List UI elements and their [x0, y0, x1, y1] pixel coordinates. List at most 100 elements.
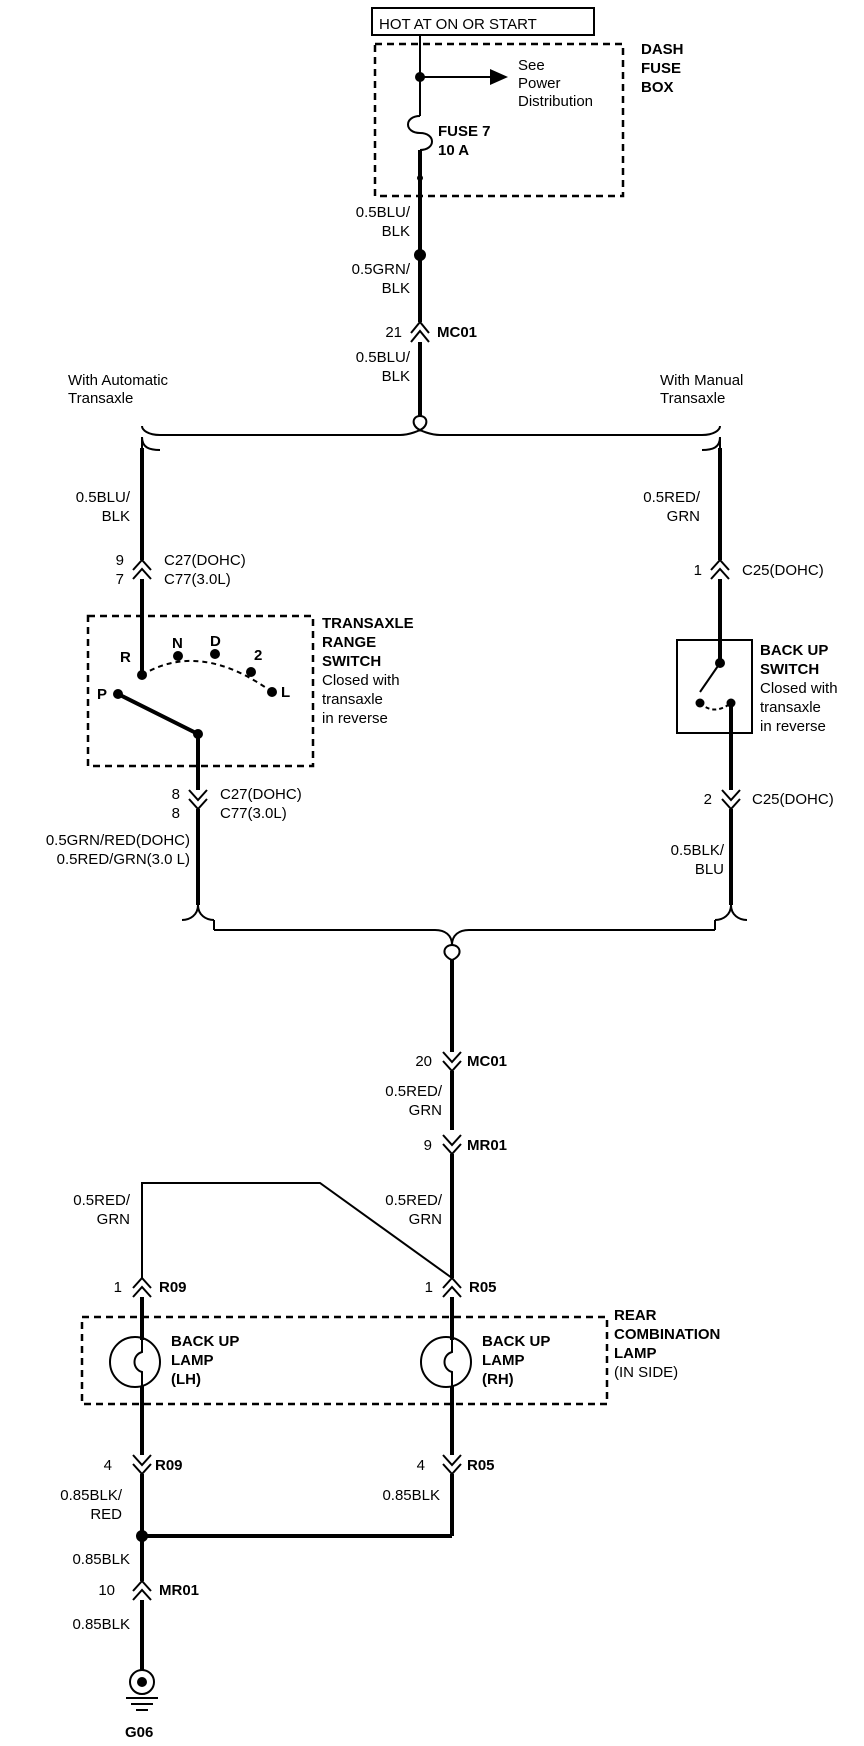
svg-text:N: N	[172, 635, 183, 652]
svg-text:8: 8	[172, 805, 180, 822]
wire-label: 0.5BLU/	[76, 489, 131, 506]
svg-text:P: P	[97, 686, 107, 703]
wire-label: GRN	[97, 1211, 130, 1228]
bottom-merge-bus	[181, 904, 748, 962]
svg-text:R09: R09	[155, 1457, 183, 1474]
power-source-label: HOT AT ON OR START	[379, 16, 537, 33]
connector-mc01-top: 21 MC01	[385, 320, 477, 343]
svg-text:LAMP: LAMP	[171, 1352, 214, 1369]
svg-text:(RH): (RH)	[482, 1371, 514, 1388]
svg-text:R05: R05	[467, 1457, 495, 1474]
svg-text:REAR: REAR	[614, 1307, 657, 1324]
svg-text:Transaxle: Transaxle	[68, 390, 133, 407]
svg-text:L: L	[281, 684, 290, 701]
wire-label: 0.5BLK/	[671, 842, 725, 859]
svg-text:C27(DOHC): C27(DOHC)	[164, 552, 246, 569]
connector-mr01-bottom: 10 MR01	[98, 1579, 199, 1601]
wire-label: BLK	[102, 508, 130, 525]
svg-text:1: 1	[114, 1279, 122, 1296]
branch-automatic-label: With Automatic	[68, 372, 169, 389]
wire-label: BLK	[382, 368, 410, 385]
svg-text:Closed with: Closed with	[322, 672, 400, 689]
see-note-1: See	[518, 57, 545, 74]
svg-text:RANGE: RANGE	[322, 634, 376, 651]
wire-label: 0.5GRN/	[352, 261, 411, 278]
connector-mc01-middle: 20 MC01	[415, 1051, 507, 1073]
splice-dot	[136, 1530, 148, 1542]
svg-text:C77(3.0L): C77(3.0L)	[164, 571, 231, 588]
transaxle-range-switch: R N D 2 L P TRANSAXLE RANGE SWITCH Close…	[86, 614, 414, 768]
rear-combination-lamp: REAR COMBINATION LAMP (IN SIDE)	[80, 1307, 720, 1406]
see-note-2: Power	[518, 75, 561, 92]
wire-label: 0.5RED/GRN(3.0 L)	[57, 851, 190, 868]
wire-label: 0.85BLK	[72, 1551, 130, 1568]
svg-text:SWITCH: SWITCH	[322, 653, 381, 670]
wire-label: 0.85BLK/	[60, 1487, 123, 1504]
svg-text:4: 4	[417, 1457, 425, 1474]
branch-manual-label: With Manual	[660, 372, 743, 389]
svg-text:9: 9	[424, 1137, 432, 1154]
lamp-bulb-icon	[420, 1336, 472, 1388]
wire-label: 0.85BLK	[72, 1616, 130, 1633]
fuse-box-title-3: BOX	[641, 79, 674, 96]
svg-text:1: 1	[425, 1279, 433, 1296]
ground-icon	[129, 1669, 155, 1695]
fuse-icon	[407, 115, 433, 151]
wire-label: GRN	[409, 1102, 442, 1119]
wire-label: RED	[90, 1506, 122, 1523]
arrow-right-icon	[490, 69, 508, 85]
wire-label: 0.5BLU/	[356, 204, 411, 221]
connector-c25-top: 1 C25(DOHC)	[694, 558, 824, 580]
back-up-switch: BACK UP SWITCH Closed with transaxle in …	[676, 639, 838, 735]
wire-label: 0.5RED/	[385, 1083, 443, 1100]
wire-label: 0.5GRN/RED(DOHC)	[46, 832, 190, 849]
fuse-box-title-1: DASH	[641, 41, 684, 58]
svg-text:MC01: MC01	[467, 1053, 507, 1070]
svg-text:2: 2	[704, 791, 712, 808]
svg-text:8: 8	[172, 786, 180, 803]
connector-r05-bottom: 4 R05	[417, 1454, 495, 1476]
svg-text:COMBINATION: COMBINATION	[614, 1326, 720, 1343]
svg-text:Transaxle: Transaxle	[660, 390, 725, 407]
wire-label: BLK	[382, 280, 410, 297]
svg-text:9: 9	[116, 552, 124, 569]
svg-text:D: D	[210, 633, 221, 650]
see-note-3: Distribution	[518, 93, 593, 110]
svg-text:in reverse: in reverse	[760, 718, 826, 735]
svg-text:Closed with: Closed with	[760, 680, 838, 697]
back-up-lamp-lh: BACK UP LAMP (LH)	[109, 1333, 239, 1388]
svg-text:MR01: MR01	[159, 1582, 199, 1599]
connector-mr01-middle: 9 MR01	[424, 1134, 507, 1156]
svg-text:BACK UP: BACK UP	[482, 1333, 550, 1350]
wire-label: 0.5RED/	[643, 489, 701, 506]
wire-label: 0.5RED/	[385, 1192, 443, 1209]
svg-text:(IN SIDE): (IN SIDE)	[614, 1364, 678, 1381]
svg-text:(LH): (LH)	[171, 1371, 201, 1388]
svg-text:LAMP: LAMP	[482, 1352, 525, 1369]
svg-text:transaxle: transaxle	[760, 699, 821, 716]
connector-c27-bottom: 8 8 C27(DOHC) C77(3.0L)	[172, 786, 302, 822]
wire-label: GRN	[667, 508, 700, 525]
wire-label: GRN	[409, 1211, 442, 1228]
svg-text:BACK UP: BACK UP	[171, 1333, 239, 1350]
wire-label: BLU	[695, 861, 724, 878]
svg-text:7: 7	[116, 571, 124, 588]
svg-text:BACK UP: BACK UP	[760, 642, 828, 659]
svg-text:SWITCH: SWITCH	[760, 661, 819, 678]
power-source: HOT AT ON OR START	[371, 7, 595, 36]
svg-text:MC01: MC01	[437, 324, 477, 341]
svg-text:TRANSAXLE: TRANSAXLE	[322, 615, 414, 632]
wire-label: BLK	[382, 223, 410, 240]
svg-text:C77(3.0L): C77(3.0L)	[220, 805, 287, 822]
ground-label: G06	[125, 1724, 153, 1741]
svg-text:10: 10	[98, 1582, 115, 1599]
wire-label: 0.5BLU/	[356, 349, 411, 366]
dash-fuse-box: DASH FUSE BOX See Power Distribution FUS…	[373, 35, 684, 255]
wire-label: 0.5RED/	[73, 1192, 131, 1209]
svg-text:in reverse: in reverse	[322, 710, 388, 727]
top-branch-bus	[141, 415, 721, 451]
connector-c25-bottom: 2 C25(DOHC)	[704, 789, 834, 811]
svg-text:C27(DOHC): C27(DOHC)	[220, 786, 302, 803]
fuse-box-title-2: FUSE	[641, 60, 681, 77]
